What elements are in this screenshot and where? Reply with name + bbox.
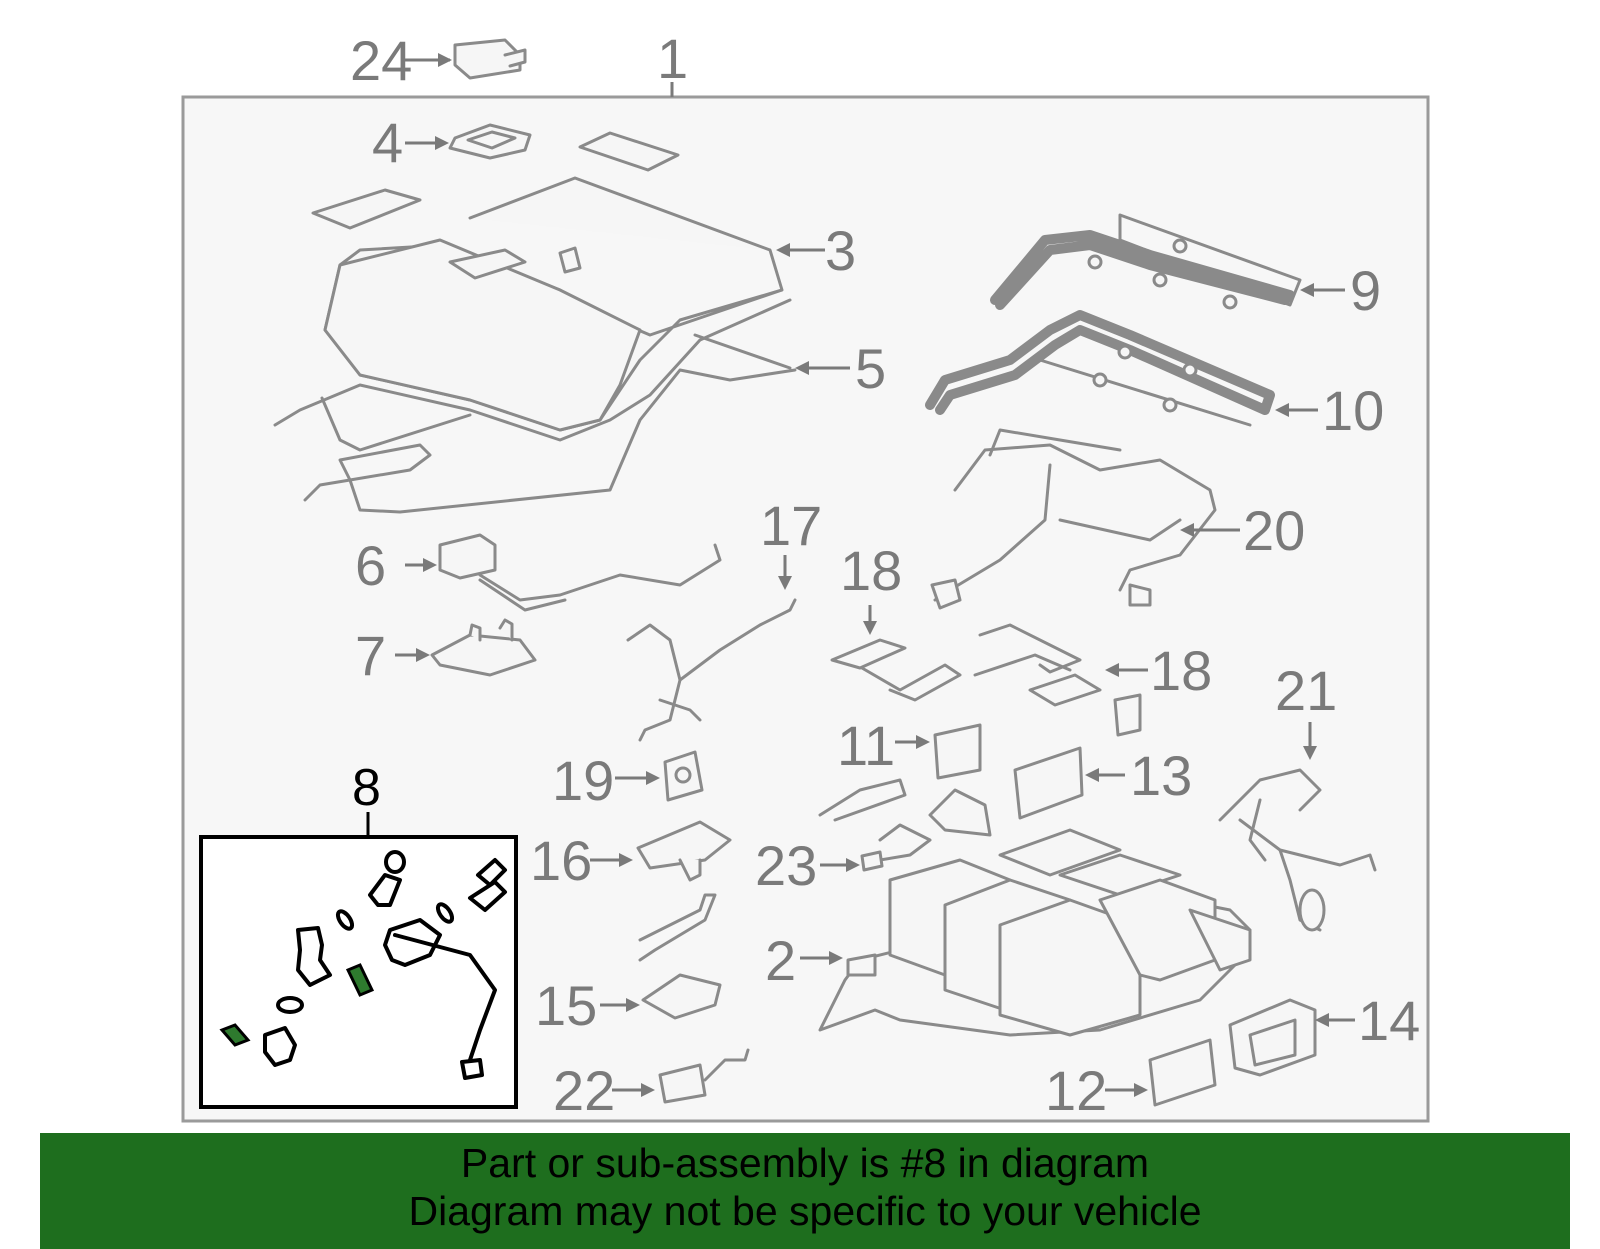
part-2-battery-assembly[interactable]	[800, 828, 1252, 1037]
callout-10: 10	[1322, 379, 1384, 442]
callout-17: 17	[760, 494, 822, 557]
pad-top-right	[578, 131, 680, 172]
part-21-harness[interactable]	[1218, 722, 1377, 932]
part-8-inset[interactable]	[199, 812, 518, 1109]
banner-line-2: Diagram may not be specific to your vehi…	[408, 1188, 1202, 1234]
pad-top-left	[311, 188, 422, 230]
callout-8: 8	[352, 759, 381, 817]
callout-21: 21	[1275, 659, 1337, 722]
part-14-bracket[interactable]	[1228, 998, 1355, 1077]
rail-small	[818, 778, 907, 822]
callout-4: 4	[372, 111, 403, 174]
part-16-bracket[interactable]	[590, 820, 732, 882]
callout-19: 19	[552, 749, 614, 812]
connector-mid	[928, 788, 992, 837]
callout-14: 14	[1358, 989, 1420, 1052]
callout-3: 3	[825, 219, 856, 282]
part-19-block[interactable]	[615, 750, 704, 802]
part-10-hose[interactable]	[925, 310, 1318, 427]
callout-6: 6	[355, 534, 386, 597]
part-13-module[interactable]	[1013, 746, 1125, 820]
part-24-sensor[interactable]	[405, 38, 527, 80]
callout-9: 9	[1350, 259, 1381, 322]
callout-16: 16	[530, 829, 592, 892]
callout-18b: 18	[1150, 639, 1212, 702]
part-15-block[interactable]	[600, 973, 722, 1020]
callout-18a: 18	[840, 539, 902, 602]
part-4-gasket[interactable]	[405, 123, 532, 160]
callout-22: 22	[553, 1059, 615, 1122]
bracket-strap	[638, 893, 717, 962]
part-20-harness[interactable]	[930, 428, 1240, 610]
callout-24: 24	[350, 29, 412, 92]
part-9-hose[interactable]	[990, 213, 1345, 310]
callout-5: 5	[855, 337, 886, 400]
banner-line-1: Part or sub-assembly is #8 in diagram	[460, 1140, 1150, 1186]
part-17-harness[interactable]	[626, 555, 797, 742]
pad-small	[1113, 693, 1142, 737]
part-18-bracket-right[interactable]	[973, 623, 1148, 707]
info-banner: Part or sub-assembly is #8 in diagram Di…	[40, 1133, 1570, 1249]
part-3-cover[interactable]	[273, 176, 825, 452]
callout-20: 20	[1243, 499, 1305, 562]
callout-13: 13	[1130, 744, 1192, 807]
callout-15: 15	[535, 974, 597, 1037]
part-18-bracket-left[interactable]	[830, 605, 962, 702]
part-7-bracket[interactable]	[395, 618, 537, 677]
part-12-module[interactable]	[1105, 1038, 1217, 1107]
part-22-sensor[interactable]	[612, 1048, 750, 1104]
callout-23: 23	[755, 834, 817, 897]
callout-1: 1	[657, 27, 688, 90]
callout-11: 11	[837, 714, 895, 777]
part-6-harness[interactable]	[405, 533, 722, 612]
callout-7: 7	[355, 624, 386, 687]
part-5-seal[interactable]	[303, 333, 850, 514]
part-23-harness[interactable]	[820, 823, 932, 872]
callout-2: 2	[765, 929, 796, 992]
callout-12: 12	[1045, 1059, 1107, 1122]
part-11-module[interactable]	[895, 723, 982, 780]
